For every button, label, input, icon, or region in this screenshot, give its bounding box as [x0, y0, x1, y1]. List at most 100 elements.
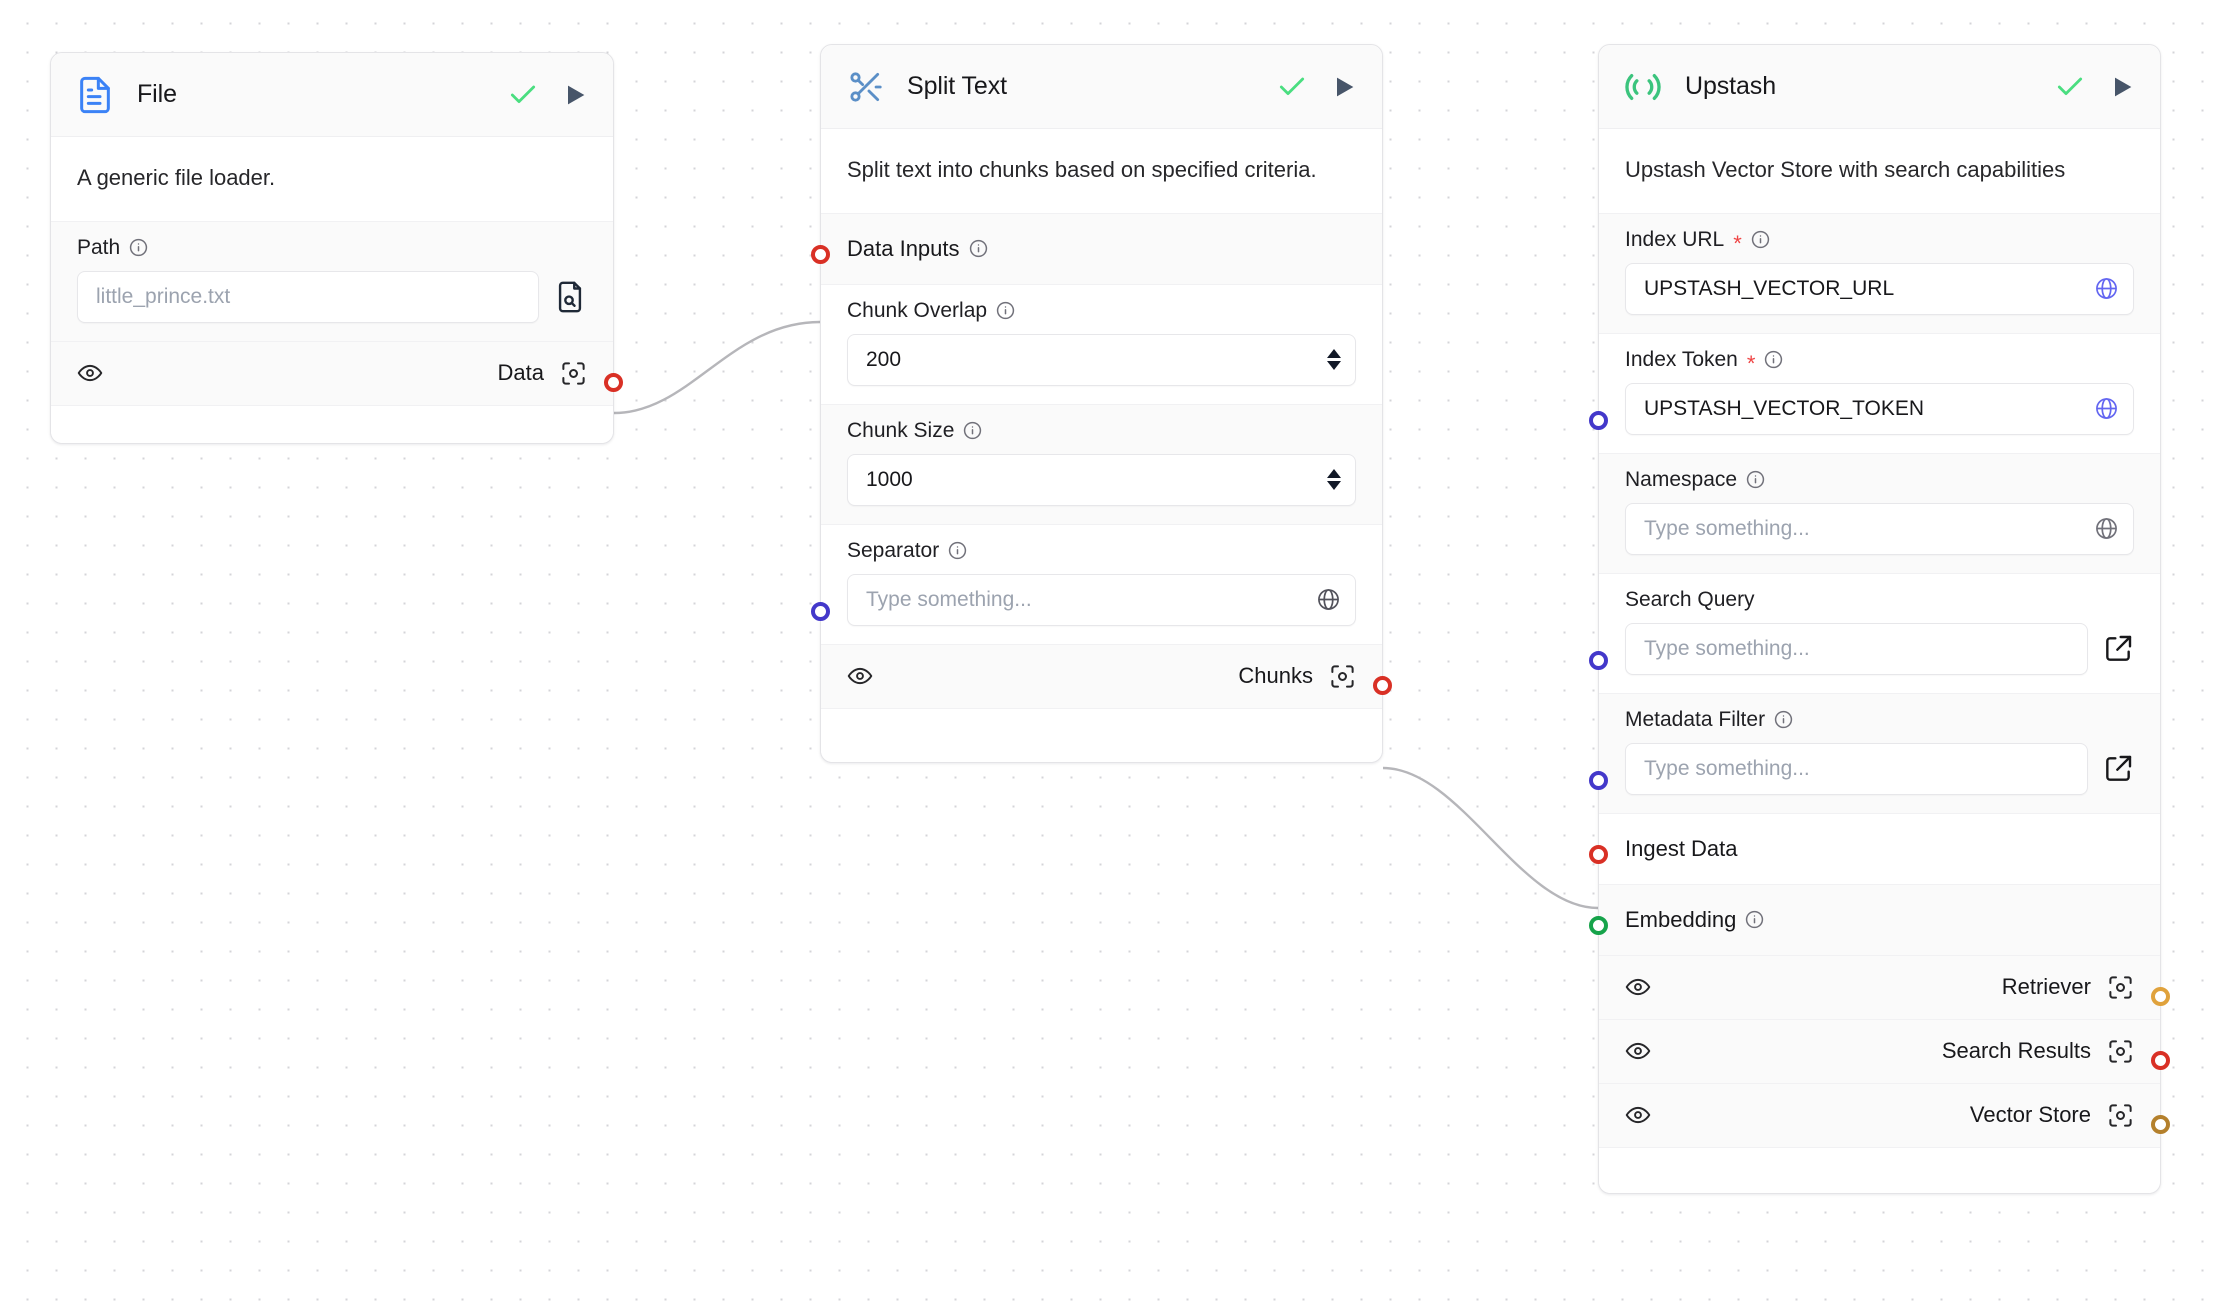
file-browse-icon[interactable]: [553, 280, 587, 314]
info-icon[interactable]: [963, 421, 982, 440]
node-file-title: File: [137, 80, 177, 108]
number-stepper[interactable]: [1327, 469, 1341, 491]
globe-icon[interactable]: [1316, 587, 1341, 612]
input-port-separator[interactable]: [811, 601, 830, 621]
output-label-data: Data: [497, 360, 544, 386]
field-chunk-overlap-input[interactable]: 200: [847, 333, 1356, 386]
field-search-query-row: Search Query Type something...: [1589, 572, 2160, 693]
validation-check-icon[interactable]: [2054, 71, 2086, 103]
info-icon[interactable]: [1764, 350, 1783, 369]
inspect-output-icon[interactable]: [2107, 1102, 2134, 1129]
field-index-token-row: Index Token * UPSTASH_VECTOR_TOKEN: [1589, 332, 2160, 453]
globe-icon[interactable]: [2094, 516, 2119, 541]
output-row-search-results: Search Results: [1599, 1018, 2170, 1083]
stepper-up-icon[interactable]: [1327, 349, 1341, 359]
node-split-text-header: Split Text: [821, 45, 1382, 129]
inspect-output-icon[interactable]: [2107, 974, 2134, 1001]
info-icon[interactable]: [129, 238, 148, 257]
globe-icon[interactable]: [2094, 396, 2119, 421]
scissors-icon: [845, 67, 885, 107]
output-row-vector-store: Vector Store: [1599, 1082, 2170, 1147]
field-chunk-size-input[interactable]: 1000: [847, 453, 1356, 506]
inspect-output-icon[interactable]: [1329, 663, 1356, 690]
field-search-query-placeholder: Type something...: [1644, 636, 1810, 660]
inspect-output-icon[interactable]: [2107, 1038, 2134, 1065]
field-metadata-filter-input[interactable]: Type something...: [1625, 742, 2088, 795]
info-icon[interactable]: [1746, 470, 1765, 489]
validation-check-icon[interactable]: [507, 79, 539, 111]
node-upstash[interactable]: Upstash Upstash Vector Store with search…: [1589, 44, 2170, 1194]
info-icon[interactable]: [969, 239, 988, 258]
output-port-chunks[interactable]: [1373, 675, 1392, 695]
preview-eye-icon[interactable]: [1625, 1038, 1651, 1064]
output-port-retriever[interactable]: [2151, 986, 2170, 1006]
field-index-url-label: Index URL: [1625, 227, 1725, 251]
field-search-query-input[interactable]: Type something...: [1625, 622, 2088, 675]
inspect-output-icon[interactable]: [560, 360, 587, 387]
input-label-ingest-data: Ingest Data: [1625, 835, 1738, 861]
node-upstash-footer: [1599, 1146, 2160, 1193]
field-chunk-overlap-value: 200: [866, 347, 902, 371]
output-label-retriever: Retriever: [2001, 974, 2091, 1000]
stepper-down-icon[interactable]: [1327, 481, 1341, 491]
input-port-search-query[interactable]: [1589, 650, 1608, 670]
node-split-text[interactable]: Split Text Split text into chunks based …: [811, 44, 1392, 763]
input-port-metadata-filter[interactable]: [1589, 770, 1608, 790]
info-icon[interactable]: [996, 301, 1015, 320]
run-play-button[interactable]: [1330, 73, 1358, 101]
field-index-token-value: UPSTASH_VECTOR_TOKEN: [1644, 396, 1925, 420]
stepper-up-icon[interactable]: [1327, 469, 1341, 479]
output-port-vector-store[interactable]: [2151, 1114, 2170, 1134]
field-chunk-size-row: Chunk Size 1000: [821, 403, 1382, 524]
field-separator-input[interactable]: Type something...: [847, 573, 1356, 626]
input-row-embedding: Embedding: [1589, 883, 2160, 955]
required-asterisk: *: [1746, 350, 1756, 376]
input-port-data-inputs[interactable]: [811, 244, 830, 264]
node-split-text-title: Split Text: [907, 72, 1007, 100]
field-separator-row: Separator Type something...: [811, 523, 1382, 644]
field-index-url-value: UPSTASH_VECTOR_URL: [1644, 276, 1895, 300]
expand-external-icon[interactable]: [2102, 753, 2134, 785]
field-metadata-filter-label: Metadata Filter: [1625, 707, 1766, 731]
output-port-search-results[interactable]: [2151, 1050, 2170, 1070]
field-metadata-filter-row: Metadata Filter Type something...: [1589, 692, 2160, 813]
field-path-row: Path little_prince.txt: [51, 220, 613, 341]
field-path-input[interactable]: little_prince.txt: [77, 270, 539, 323]
field-namespace-input[interactable]: Type something...: [1625, 502, 2134, 555]
field-namespace-placeholder: Type something...: [1644, 516, 1810, 540]
node-file[interactable]: File A generic file loader. Path: [50, 52, 623, 444]
input-port-index-token[interactable]: [1589, 410, 1608, 430]
node-upstash-description: Upstash Vector Store with search capabil…: [1599, 129, 2160, 213]
input-label-embedding: Embedding: [1625, 906, 1737, 932]
info-icon[interactable]: [1774, 710, 1793, 729]
preview-eye-icon[interactable]: [77, 360, 103, 386]
file-document-icon: [75, 75, 115, 115]
output-label-search-results: Search Results: [1941, 1038, 2091, 1064]
field-index-token-label: Index Token: [1625, 347, 1738, 371]
expand-external-icon[interactable]: [2102, 633, 2134, 665]
preview-eye-icon[interactable]: [1625, 974, 1651, 1000]
field-search-query-label: Search Query: [1625, 587, 1755, 611]
node-upstash-title: Upstash: [1685, 72, 1777, 100]
output-row-data: Data: [51, 340, 623, 405]
input-port-embedding[interactable]: [1589, 915, 1608, 935]
run-play-button[interactable]: [2108, 73, 2136, 101]
number-stepper[interactable]: [1327, 349, 1341, 371]
preview-eye-icon[interactable]: [847, 663, 873, 689]
field-chunk-size-label: Chunk Size: [847, 418, 955, 442]
globe-icon[interactable]: [2094, 276, 2119, 301]
info-icon[interactable]: [1751, 230, 1770, 249]
info-icon[interactable]: [1745, 910, 1764, 929]
info-icon[interactable]: [948, 541, 967, 560]
field-index-url-input[interactable]: UPSTASH_VECTOR_URL: [1625, 262, 2134, 315]
field-index-token-input[interactable]: UPSTASH_VECTOR_TOKEN: [1625, 382, 2134, 435]
input-port-ingest-data[interactable]: [1589, 844, 1608, 864]
output-port-data[interactable]: [604, 372, 623, 392]
stepper-down-icon[interactable]: [1327, 361, 1341, 371]
preview-eye-icon[interactable]: [1625, 1102, 1651, 1128]
node-file-header: File: [51, 53, 613, 137]
run-play-button[interactable]: [561, 81, 589, 109]
field-chunk-overlap-row: Chunk Overlap 200: [821, 283, 1382, 404]
validation-check-icon[interactable]: [1276, 71, 1308, 103]
